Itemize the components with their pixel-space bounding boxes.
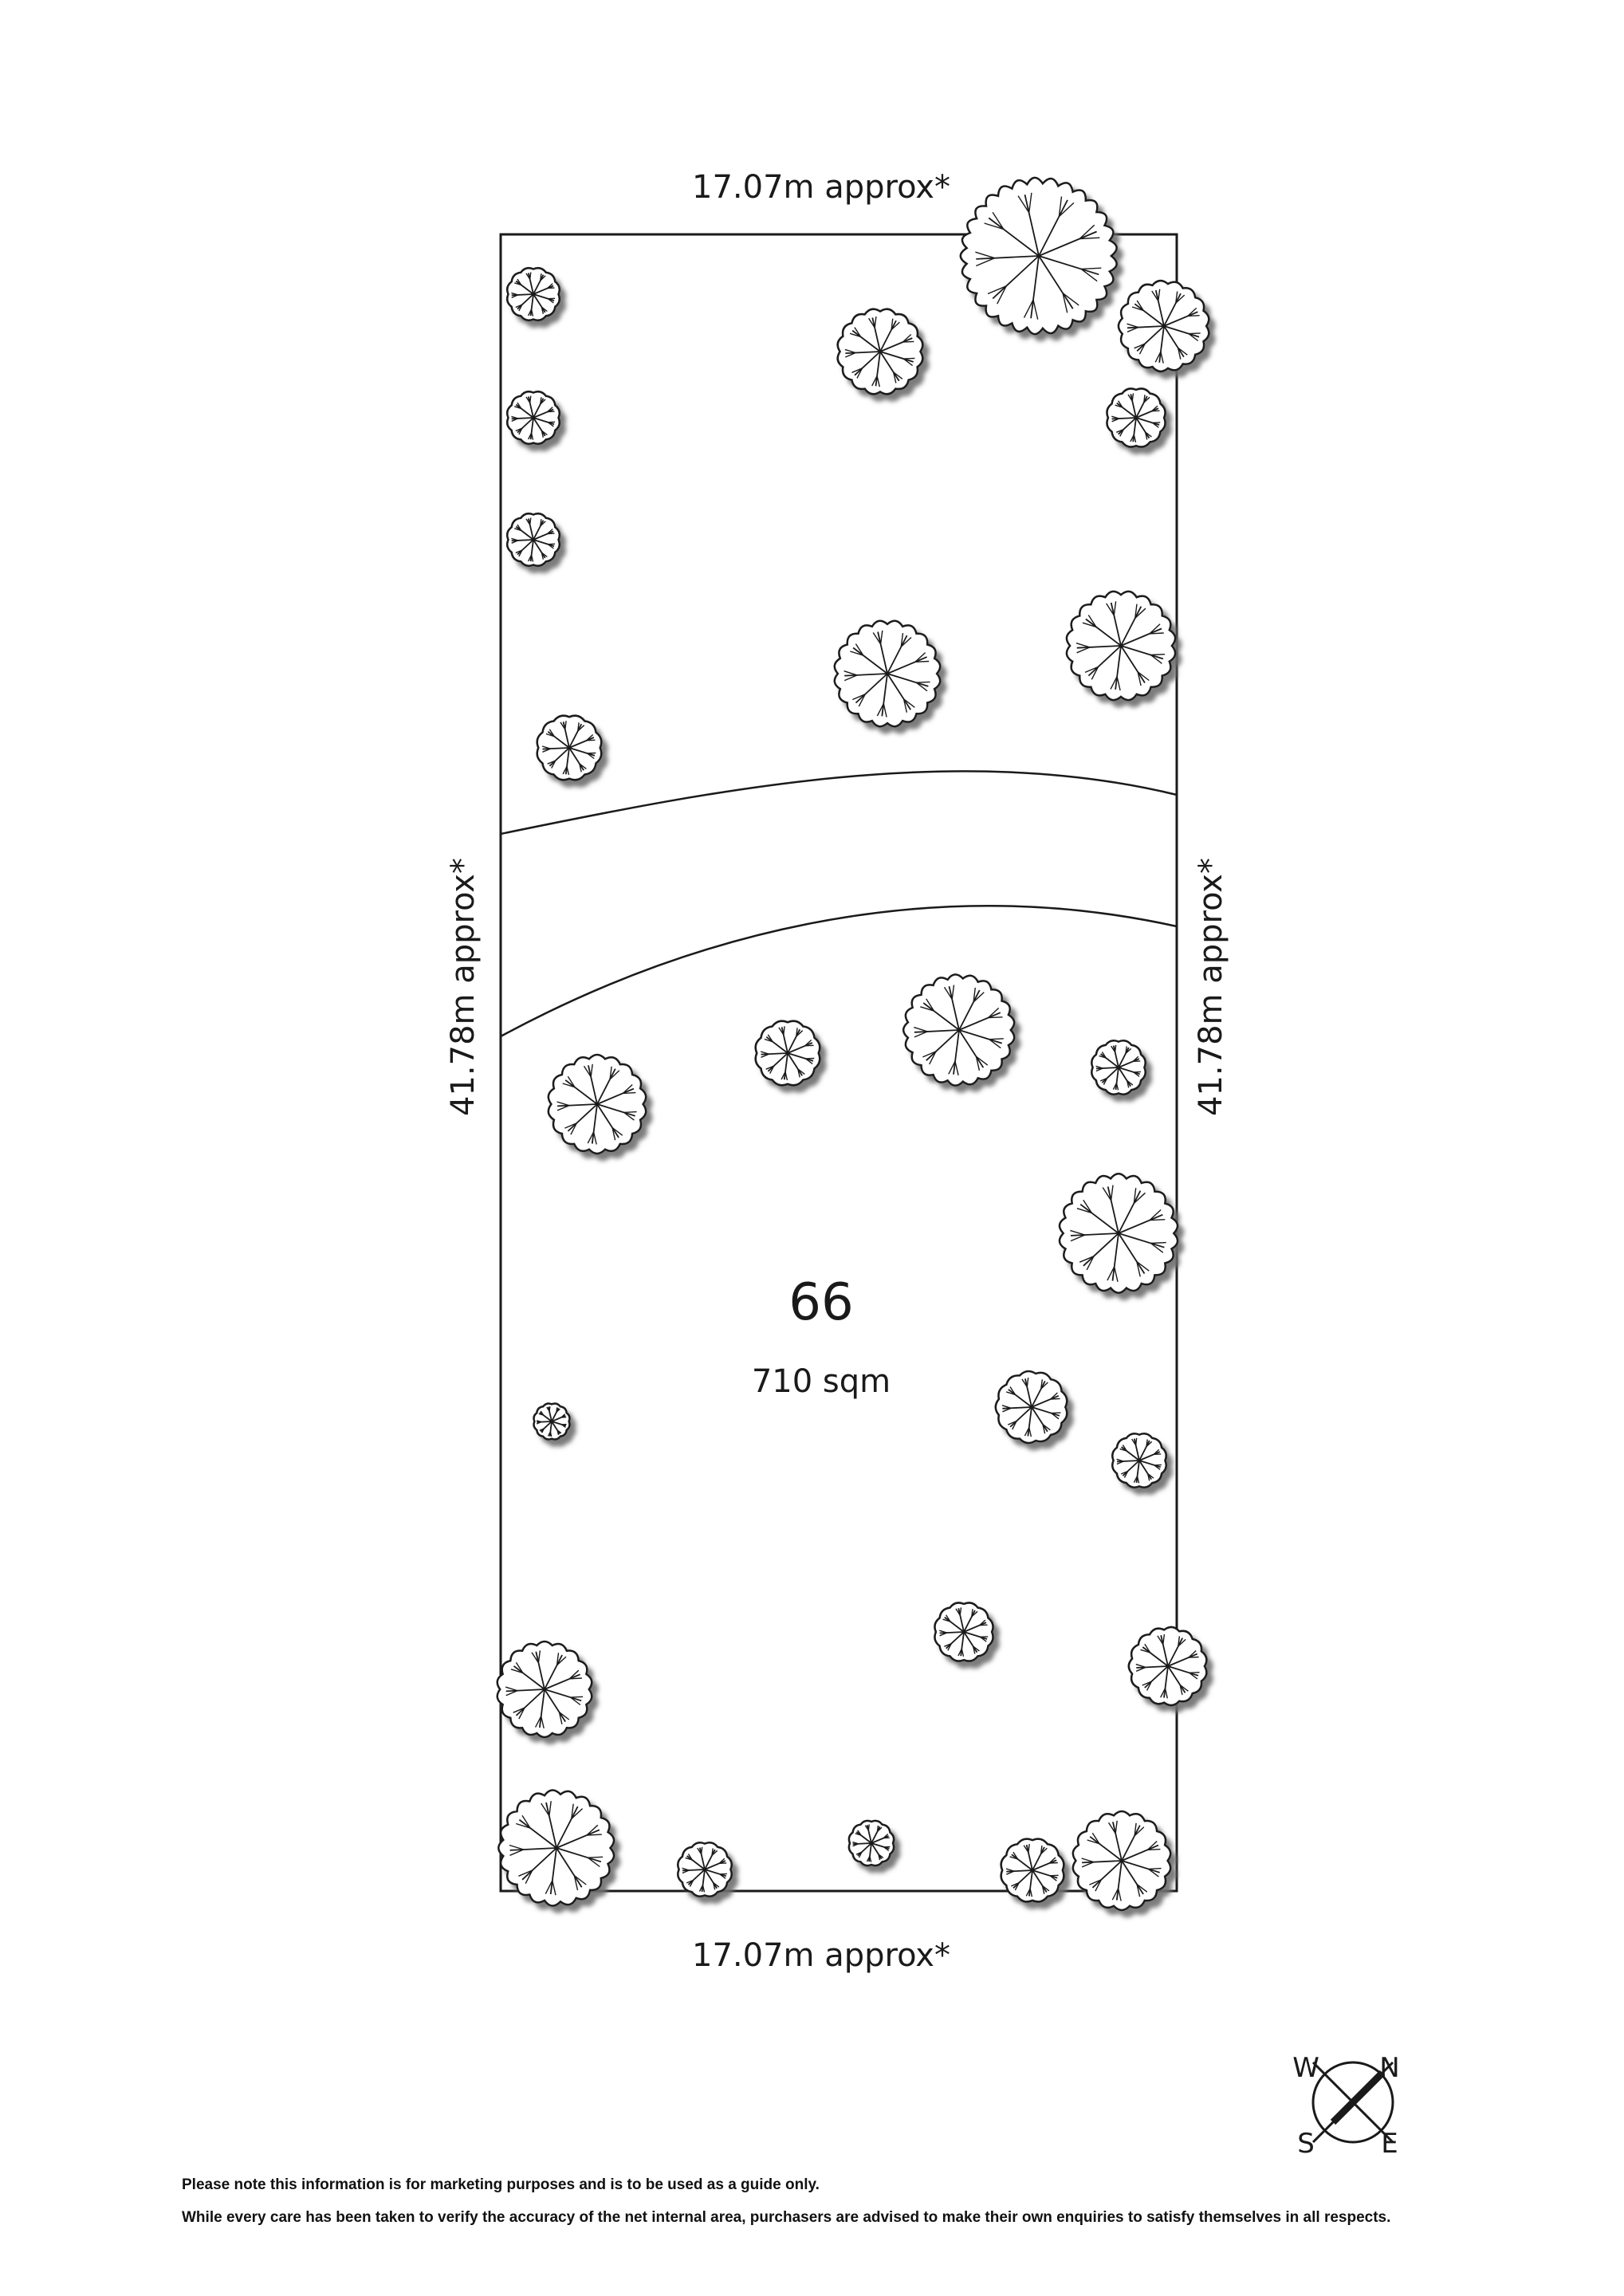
- tree-icon: [505, 266, 561, 322]
- disclaimer-line-1: Please note this information is for mark…: [182, 2176, 820, 2193]
- compass-icon: W N S E: [1292, 2052, 1400, 2160]
- tree-icon: [677, 1842, 733, 1897]
- tree-icon: [934, 1602, 994, 1662]
- compass-s: S: [1297, 2128, 1315, 2160]
- lot-area: 710 sqm: [752, 1363, 891, 1400]
- easement-curve-top: [500, 770, 1178, 835]
- tree-icon: [496, 1640, 593, 1739]
- easement-curve-bottom: [500, 905, 1178, 1038]
- compass-e: E: [1381, 2128, 1398, 2160]
- dimension-left: 41.78m approx*: [445, 858, 482, 1116]
- dimension-top: 17.07m approx*: [692, 169, 950, 206]
- tree-icon: [1072, 1810, 1172, 1912]
- tree-icon: [505, 390, 561, 446]
- tree-icon: [536, 714, 603, 781]
- disclaimer-line-2: While every care has been taken to verif…: [182, 2209, 1391, 2226]
- tree-icon: [959, 176, 1118, 336]
- tree-icon: [1111, 1433, 1167, 1488]
- tree-icon: [1065, 590, 1177, 702]
- tree-icon: [847, 1819, 895, 1867]
- dimension-bottom: 17.07m approx*: [692, 1937, 950, 1974]
- tree-icon: [1106, 387, 1166, 448]
- tree-icon: [994, 1370, 1068, 1445]
- compass-n: N: [1379, 2052, 1399, 2084]
- tree-icon: [902, 973, 1016, 1087]
- lot-number: 66: [788, 1273, 853, 1332]
- tree-icon: [547, 1053, 647, 1155]
- tree-icon: [1117, 279, 1210, 373]
- tree-icon: [1058, 1173, 1179, 1294]
- tree-icon: [754, 1020, 821, 1087]
- lot-boundary: [499, 233, 1178, 1893]
- tree-icon: [533, 1402, 571, 1441]
- compass-w: W: [1292, 2052, 1319, 2084]
- tree-icon: [836, 308, 924, 395]
- trees-layer: [496, 176, 1210, 1912]
- tree-icon: [833, 619, 942, 728]
- tree-icon: [1000, 1838, 1065, 1903]
- dimension-right: 41.78m approx*: [1193, 858, 1229, 1116]
- tree-icon: [1127, 1626, 1208, 1707]
- tree-icon: [1091, 1040, 1146, 1095]
- tree-icon: [497, 1789, 615, 1907]
- tree-icon: [505, 512, 561, 568]
